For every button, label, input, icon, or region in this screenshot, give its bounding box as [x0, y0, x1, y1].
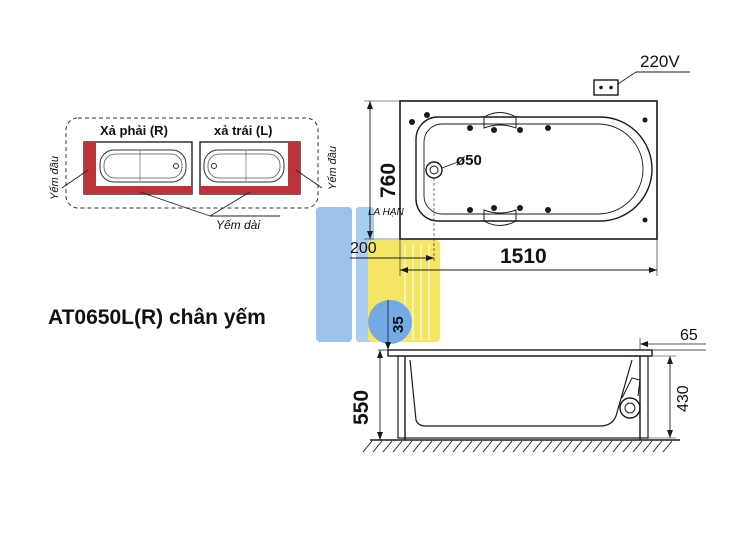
hatch-line — [542, 440, 553, 453]
hatch-line — [432, 440, 443, 453]
hatch-line — [622, 440, 633, 453]
variant-dashed-frame — [65, 117, 319, 209]
hatch-line — [362, 440, 373, 453]
hatch-line — [412, 440, 423, 453]
floor-hatching — [362, 440, 673, 453]
hatch-line — [372, 440, 383, 453]
skirt-long-bottom-red-2 — [200, 186, 300, 194]
variant-diagram — [61, 117, 323, 217]
top-view-arrows — [367, 101, 657, 273]
dim-rim: 35 — [390, 316, 407, 333]
hatch-line — [632, 440, 643, 453]
hatch-line — [382, 440, 393, 453]
dim-height: 550 — [350, 390, 373, 425]
hatch-line — [392, 440, 403, 453]
variant-leader-lines — [61, 169, 323, 217]
pump-circle — [619, 397, 641, 419]
hatch-line — [662, 440, 673, 453]
hatch-line — [502, 440, 513, 453]
hatch-line — [582, 440, 593, 453]
hatch-line — [402, 440, 413, 453]
skirt-end-right-red — [288, 142, 300, 194]
hatch-line — [652, 440, 663, 453]
jet-dots — [409, 112, 648, 223]
hatch-line — [482, 440, 493, 453]
tub-inner-basin — [415, 116, 653, 222]
drain-circle — [425, 161, 443, 179]
hatch-line — [592, 440, 603, 453]
top-view — [350, 71, 690, 276]
hatch-line — [452, 440, 463, 453]
watermark-text: LA HẠN — [368, 207, 405, 218]
power-box — [593, 79, 619, 96]
tub-side-body — [397, 355, 649, 439]
tub-side-rim — [387, 349, 653, 357]
hatch-line — [522, 440, 533, 453]
dim-voltage: 220V — [640, 52, 680, 71]
tub-thumbnail-right — [83, 141, 193, 195]
dim-offset: 200 — [350, 240, 377, 257]
hatch-line — [572, 440, 583, 453]
label-end-skirt-right: Yếm đầu — [327, 146, 339, 190]
watermark-blue-bar — [316, 207, 352, 342]
hatch-line — [492, 440, 503, 453]
side-view — [370, 300, 706, 441]
hatch-line — [442, 440, 453, 453]
hatch-line — [462, 440, 473, 453]
hatch-line — [552, 440, 563, 453]
tub-thumbnail-left — [199, 141, 301, 195]
tub-outer-rim — [399, 100, 658, 240]
hatch-line — [532, 440, 543, 453]
hatch-line — [512, 440, 523, 453]
watermark-graphic — [316, 207, 440, 344]
label-long-skirt: Yếm dài — [216, 218, 260, 232]
hatch-line — [472, 440, 483, 453]
hatch-line — [642, 440, 653, 453]
model-title: AT0650L(R) chân yếm — [48, 306, 266, 329]
skirt-long-bottom-red — [84, 186, 192, 194]
dim-length: 1510 — [500, 245, 547, 268]
dim-drain-diameter: ø50 — [456, 152, 482, 169]
label-right-drain: Xả phải (R) — [100, 123, 168, 138]
dim-inner-depth: 430 — [675, 385, 692, 412]
side-view-arrows — [377, 341, 673, 440]
dim-width: 760 — [377, 163, 400, 198]
hatch-line — [612, 440, 623, 453]
label-left-drain: xả trái (L) — [214, 123, 273, 138]
skirt-end-left-red — [84, 142, 96, 194]
dim-rim-width: 65 — [680, 327, 698, 344]
hatch-line — [602, 440, 613, 453]
label-end-skirt-left: Yếm đầu — [49, 156, 61, 200]
hatch-line — [562, 440, 573, 453]
hatch-line — [422, 440, 433, 453]
watermark-blue-circle — [368, 300, 412, 344]
